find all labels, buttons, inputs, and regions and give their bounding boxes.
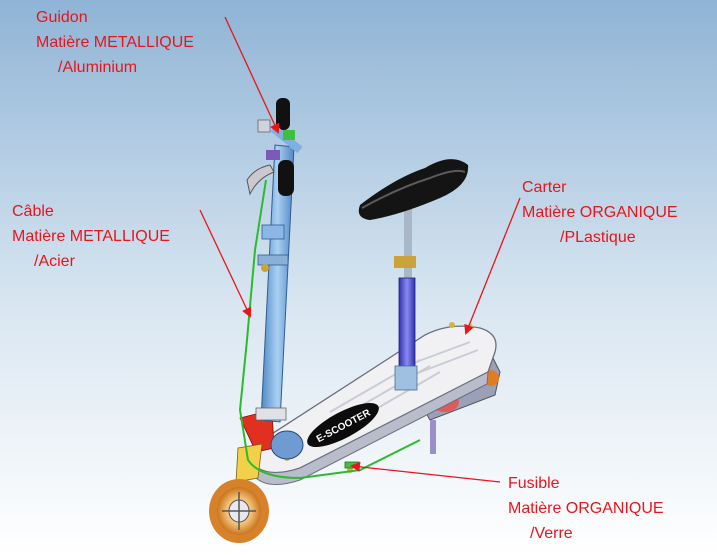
label-carter-material: Matière ORGANIQUE bbox=[522, 204, 678, 221]
label-guidon: Guidon Matière METALLIQUE /Aluminium bbox=[36, 5, 194, 80]
annotation-arrows bbox=[199, 16, 521, 483]
seat bbox=[358, 159, 469, 220]
label-fusible-sub: /Verre bbox=[530, 525, 573, 542]
front-wheel bbox=[209, 479, 269, 543]
label-cable: Câble Matière METALLIQUE /Acier bbox=[12, 199, 170, 274]
front-hub-disc bbox=[270, 430, 304, 460]
label-carter: Carter Matière ORGANIQUE /PLastique bbox=[522, 175, 678, 250]
label-carter-name: Carter bbox=[522, 179, 567, 196]
cable-wire bbox=[238, 179, 421, 480]
label-fusible: Fusible Matière ORGANIQUE /Verre bbox=[508, 471, 664, 546]
label-guidon-sub: /Aluminium bbox=[58, 59, 138, 76]
label-fusible-name: Fusible bbox=[508, 475, 560, 492]
carter-arrow bbox=[464, 197, 521, 335]
label-carter-sub: /PLastique bbox=[560, 229, 636, 246]
label-cable-sub: /Acier bbox=[34, 253, 75, 270]
fusible-arrow bbox=[350, 461, 501, 483]
label-cable-material: Matière METALLIQUE bbox=[12, 228, 170, 245]
cable-arrow bbox=[199, 209, 252, 318]
label-fusible-material: Matière ORGANIQUE bbox=[508, 500, 664, 517]
guidon-arrow bbox=[224, 16, 280, 134]
label-cable-name: Câble bbox=[12, 203, 54, 220]
seat-post bbox=[394, 200, 418, 391]
label-guidon-material: Matière METALLIQUE bbox=[36, 34, 194, 51]
label-guidon-name: Guidon bbox=[36, 9, 88, 26]
